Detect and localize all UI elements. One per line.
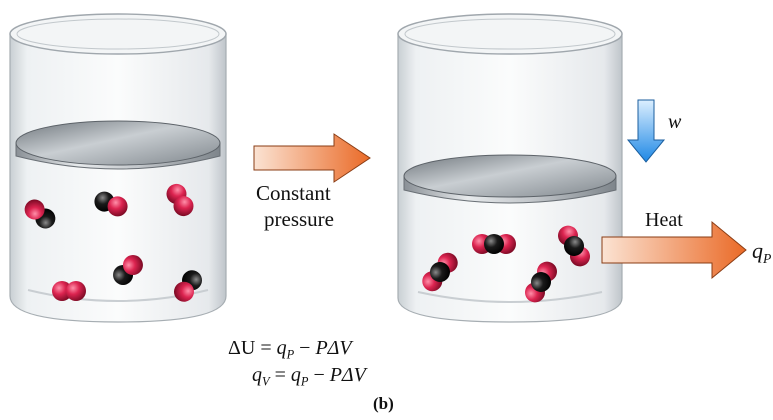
work-label: w [668,111,682,133]
equation-1: ΔU = qP − PΔV [228,337,352,362]
constant-label: Constant [256,181,331,205]
co2-molecule [472,234,516,254]
molecules-layer [24,183,590,303]
co2-molecule [558,225,590,267]
heat-symbol: qP [752,238,772,266]
work-arrow [626,99,666,163]
o2-molecule [166,183,194,217]
co2-molecule [422,252,458,292]
right-piston [403,154,617,204]
co-molecule [173,270,203,302]
left-piston [15,120,221,170]
panel-label: (b) [373,394,394,413]
pressure-label: pressure [264,207,334,231]
co-molecule [113,255,143,285]
heat-arrow [601,220,747,280]
co-molecule [94,191,128,217]
o2-molecule [52,281,86,301]
left-beaker [9,13,227,323]
co-molecule [24,199,56,229]
heat-label: Heat [645,209,683,231]
constant-pressure-arrow [253,133,371,183]
equation-2: qV = qP − PΔV [252,364,366,389]
co2-molecule [525,261,557,303]
